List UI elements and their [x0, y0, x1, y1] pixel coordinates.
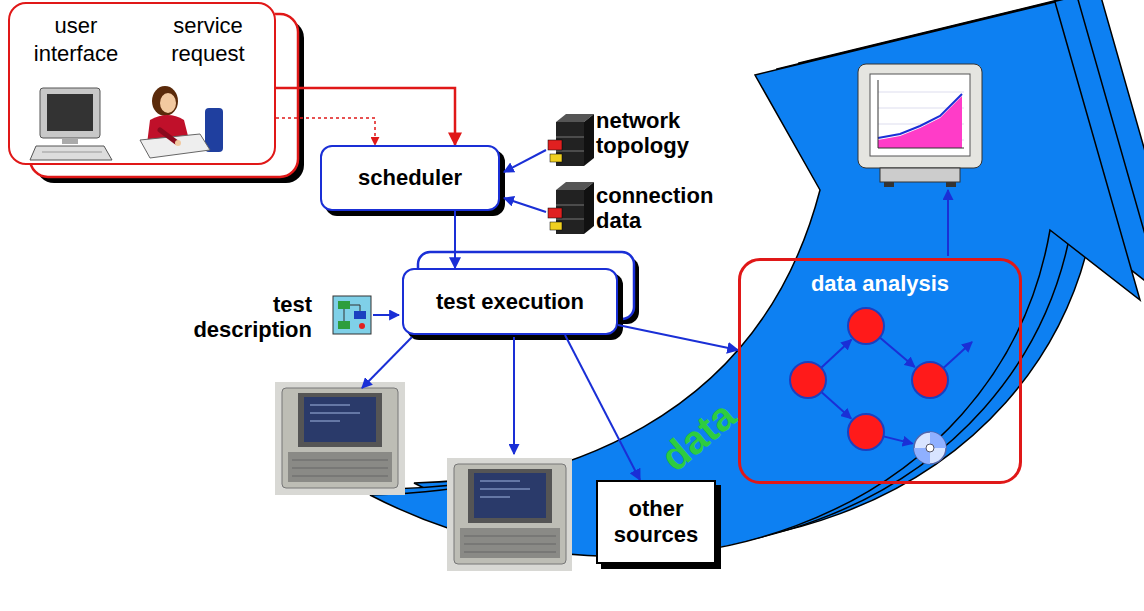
chart-monitor	[858, 64, 982, 187]
flow-block	[338, 321, 350, 329]
arm	[160, 130, 176, 142]
graph-arrow	[880, 338, 915, 368]
connector-arrow	[618, 325, 738, 350]
keyboard-keys	[42, 152, 102, 153]
swoosh-front	[370, 2, 1140, 557]
drawer-line	[556, 151, 584, 152]
flow-line	[344, 305, 360, 321]
graph-arrow	[884, 436, 913, 443]
keyboard	[460, 528, 560, 558]
node-text: data analysis	[811, 271, 949, 297]
screen	[474, 473, 546, 518]
cd-disc	[914, 432, 946, 464]
data-flow-swoosh	[370, 0, 1144, 557]
screen	[304, 397, 376, 442]
laptop-photo	[275, 382, 405, 495]
node-text: user interface	[17, 12, 135, 68]
source-label: network topology	[596, 108, 711, 158]
graph-circle	[848, 414, 884, 450]
flow-label: data	[654, 394, 743, 478]
monitor-screen	[870, 74, 970, 156]
output-arrow	[947, 190, 949, 256]
node-text: other sources	[606, 496, 706, 548]
analysis-region: data analysis	[738, 258, 1022, 484]
connector-arrow	[454, 211, 456, 268]
screen-lines	[310, 405, 360, 421]
monitor-foot	[946, 182, 956, 187]
node-text: scheduler	[358, 165, 462, 191]
chart-axes	[878, 80, 964, 148]
graph-circle	[848, 308, 884, 344]
cabinet-side	[584, 182, 594, 234]
folder	[550, 222, 562, 230]
flow-dot	[359, 323, 365, 329]
folder	[550, 154, 562, 162]
source-box: other sources	[596, 480, 716, 564]
key-rows	[292, 460, 388, 476]
graph-arrow	[821, 392, 851, 419]
hair	[152, 86, 178, 116]
analysis-graph	[790, 308, 972, 464]
keyboard	[30, 146, 112, 160]
key-rows	[464, 536, 556, 552]
cabinet-icon	[548, 182, 594, 234]
laptop-body	[454, 464, 566, 564]
connector-arrow	[565, 335, 640, 480]
folder	[548, 140, 562, 150]
source-label: connection data	[596, 183, 736, 233]
monitor-frame	[858, 64, 982, 168]
person-icon	[140, 86, 223, 158]
flow-block	[354, 311, 366, 319]
node-text: service request	[149, 12, 267, 68]
cabinet-side	[584, 114, 594, 166]
drawer-line	[556, 205, 584, 206]
drawing-pad	[140, 134, 210, 158]
input-arrow	[373, 314, 399, 316]
process-box: scheduler	[320, 145, 500, 211]
graph-arrow	[821, 340, 851, 368]
box-fill	[8, 2, 276, 165]
connector-arrow	[276, 118, 375, 145]
computer-icon	[30, 88, 112, 160]
icon-frame	[333, 296, 371, 334]
input-arrow	[504, 150, 546, 172]
source-label: test description	[170, 292, 312, 342]
monitor-body	[40, 88, 100, 138]
screen-lines	[480, 481, 530, 497]
drawer-line	[556, 137, 584, 138]
monitor-screen	[47, 94, 93, 131]
keyboard	[288, 452, 392, 482]
node-text: test execution	[436, 289, 584, 315]
test-description-icon	[333, 296, 371, 334]
graph-circle	[912, 362, 948, 398]
graph-arrow	[943, 342, 972, 368]
request-box: user interfaceservice request	[8, 2, 276, 165]
chart-line	[878, 94, 962, 138]
cabinet-icon	[548, 114, 594, 166]
cd-hole	[926, 444, 934, 452]
folder	[548, 208, 562, 218]
laptop-body	[282, 388, 398, 488]
face	[160, 93, 176, 113]
chart-area	[878, 96, 962, 148]
screen-bezel	[468, 469, 552, 523]
connector-arrow	[276, 88, 455, 145]
photo-ground	[275, 382, 405, 495]
monitor-stand	[880, 168, 960, 182]
input-arrow	[504, 198, 546, 212]
output-arrow	[513, 337, 515, 454]
flow-block	[338, 301, 350, 309]
graph-circle	[790, 362, 826, 398]
process-box: test execution	[402, 268, 618, 335]
screen-bezel	[298, 393, 382, 447]
laptop-photo	[447, 458, 572, 571]
output-arrow	[362, 337, 412, 388]
photo-ground	[447, 458, 572, 571]
hand	[175, 140, 181, 146]
drawer-line	[556, 219, 584, 220]
monitor-foot	[884, 182, 894, 187]
monitor-neck	[62, 138, 78, 144]
